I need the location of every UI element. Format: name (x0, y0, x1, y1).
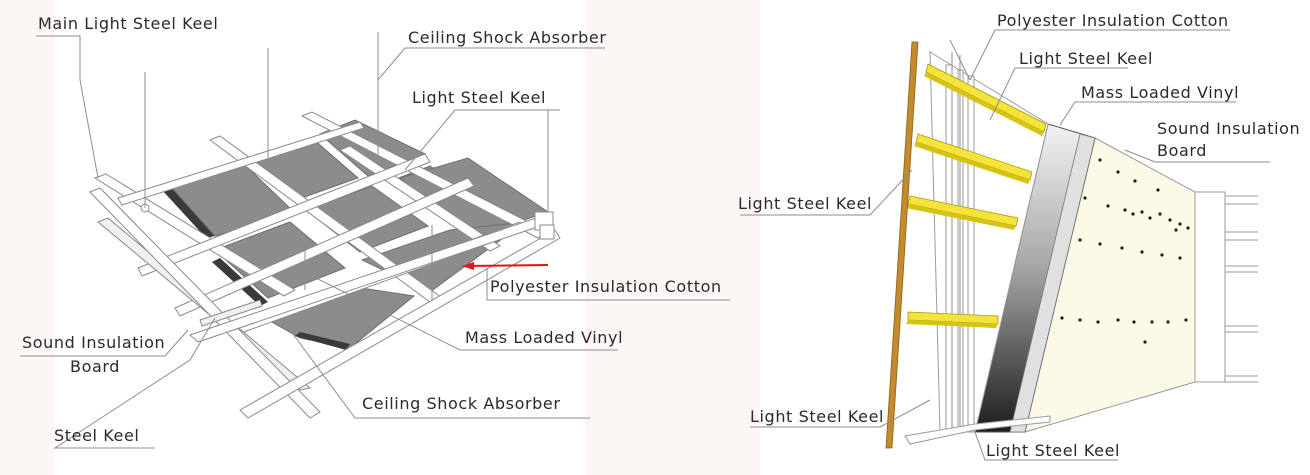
wooden-post (885, 41, 919, 449)
yellow-keel-shade (906, 320, 998, 328)
keel-rail (199, 299, 263, 327)
label-ceiling-shock-absorber-bottom: Ceiling Shock Absorber (362, 394, 561, 413)
panel-edge (295, 332, 350, 350)
label-light-steel-keel: Light Steel Keel (412, 88, 546, 107)
mass-loaded-vinyl-edge (1009, 133, 1096, 433)
leader-lines-right (740, 29, 1270, 461)
yellow-light-steel-keels (906, 63, 1047, 328)
yellow-keel-shade (914, 142, 1030, 184)
light-steel-keel-frame (904, 51, 1051, 445)
board-fastener-dots (1060, 158, 1190, 344)
yellow-keel-shade (906, 204, 1016, 230)
leader-lines (20, 32, 730, 449)
label-steel-keel: Steel Keel (54, 426, 139, 445)
keel-beam (137, 153, 431, 277)
label-sound-insulation-board-line2: Board (70, 357, 120, 376)
keel-beam (174, 177, 475, 317)
label-sound-insulation-board-line1: Sound Insulation (22, 333, 165, 352)
end-rails (1225, 195, 1258, 383)
label-main-light-steel-keel: Main Light Steel Keel (38, 14, 218, 33)
label-light-steel-keel-top: Light Steel Keel (1019, 49, 1153, 68)
panel-edge (162, 188, 215, 238)
label-polyester-insulation-cotton: Polyester Insulation Cotton (997, 11, 1229, 30)
label-light-steel-keel-bottom: Light Steel Keel (986, 441, 1120, 460)
keel-cap (539, 224, 555, 240)
label-polyester-insulation-cotton: Polyester Insulation Cotton (490, 277, 722, 296)
red-pointer-arrow (465, 264, 549, 267)
label-ceiling-shock-absorber-top: Ceiling Shock Absorber (408, 28, 607, 47)
ceiling-diagram: Main Light Steel Keel Ceiling Shock Abso… (20, 0, 730, 475)
end-stud (1194, 191, 1226, 383)
label-sound-insulation-board-line1: Sound Insulation (1157, 119, 1300, 138)
keel-rail (89, 187, 321, 419)
wall-diagram: Polyester Insulation Cotton Light Steel … (738, 0, 1310, 475)
keel-beam (117, 121, 365, 206)
label-mass-loaded-vinyl: Mass Loaded Vinyl (465, 328, 623, 347)
frame-stud (945, 64, 953, 433)
yellow-keel-shade (924, 72, 1044, 136)
label-mass-loaded-vinyl: Mass Loaded Vinyl (1081, 83, 1239, 102)
label-light-steel-keel-left: Light Steel Keel (738, 194, 872, 213)
red-arrow-head (462, 262, 474, 270)
bottom-track (904, 415, 1051, 445)
label-sound-insulation-board-line2: Board (1157, 141, 1207, 160)
frame-stud (967, 75, 975, 433)
label-light-steel-keel-bottom-left: Light Steel Keel (750, 407, 884, 426)
